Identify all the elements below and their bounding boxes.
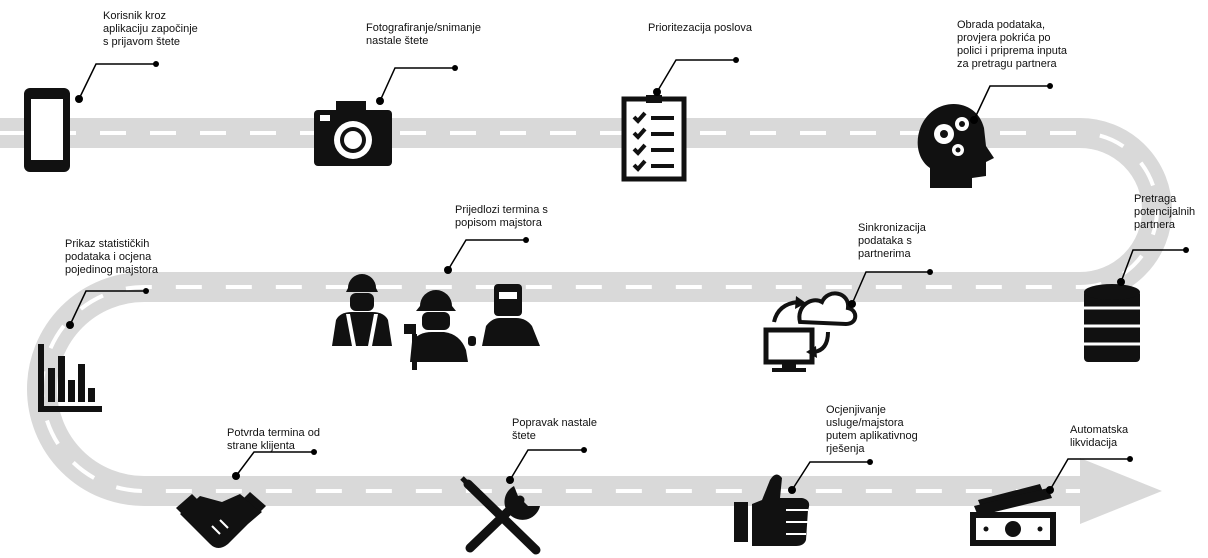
connector-s10 bbox=[509, 449, 584, 481]
checklist-icon bbox=[621, 95, 687, 182]
database-icon bbox=[1084, 284, 1140, 362]
step-label-s11: Ocjenjivanje usluge/majstora putem aplik… bbox=[826, 404, 918, 455]
step-label-s7: Prijedlozi termina s popisom majstora bbox=[455, 204, 548, 229]
connector-s6 bbox=[851, 271, 930, 305]
smartphone-icon bbox=[24, 88, 70, 172]
head-gears-icon bbox=[917, 104, 994, 188]
connector-s1 bbox=[78, 63, 156, 100]
step-label-s5: Pretraga potencijalnih partnera bbox=[1134, 193, 1196, 231]
connector-dots bbox=[66, 57, 1189, 494]
connector-s5 bbox=[1120, 249, 1186, 283]
money-icon bbox=[970, 484, 1056, 546]
cloud-sync-icon bbox=[763, 291, 858, 372]
camera-icon bbox=[314, 101, 392, 166]
step-label-s3: Prioritezacija poslova bbox=[648, 22, 752, 34]
connector-s2 bbox=[379, 67, 455, 102]
step-label-s12: Automatska likvidacija bbox=[1070, 424, 1129, 449]
road-dashes bbox=[0, 131, 1159, 493]
thumbs-up-icon bbox=[734, 474, 810, 546]
step-label-s4: Obrada podataka, provjera pokrića po pol… bbox=[957, 19, 1068, 70]
step-label-s9: Potvrda termina od strane klijenta bbox=[227, 427, 320, 452]
connector-s9 bbox=[235, 451, 314, 477]
connector-lines bbox=[69, 59, 1186, 491]
step-label-s6: Sinkronizacija podataka s partnerima bbox=[858, 222, 926, 260]
connector-s3 bbox=[656, 59, 736, 93]
road-arrow-head bbox=[1080, 458, 1162, 524]
step-label-s8: Prikaz statističkih podataka i ocjena po… bbox=[65, 238, 158, 276]
bar-chart-icon bbox=[38, 344, 102, 412]
connector-s12 bbox=[1049, 458, 1130, 491]
handshake-icon bbox=[176, 492, 266, 548]
tools-icon bbox=[460, 476, 541, 555]
connector-s11 bbox=[791, 461, 870, 491]
workers-icon bbox=[332, 274, 540, 370]
connector-s8 bbox=[69, 290, 146, 326]
step-label-s2: Fotografiranje/snimanje nastale štete bbox=[366, 22, 481, 47]
step-label-s1: Korisnik kroz aplikaciju započinje s pri… bbox=[103, 10, 198, 48]
step-label-s10: Popravak nastale štete bbox=[512, 417, 597, 442]
connector-s4 bbox=[973, 85, 1050, 121]
connector-s7 bbox=[447, 239, 526, 271]
